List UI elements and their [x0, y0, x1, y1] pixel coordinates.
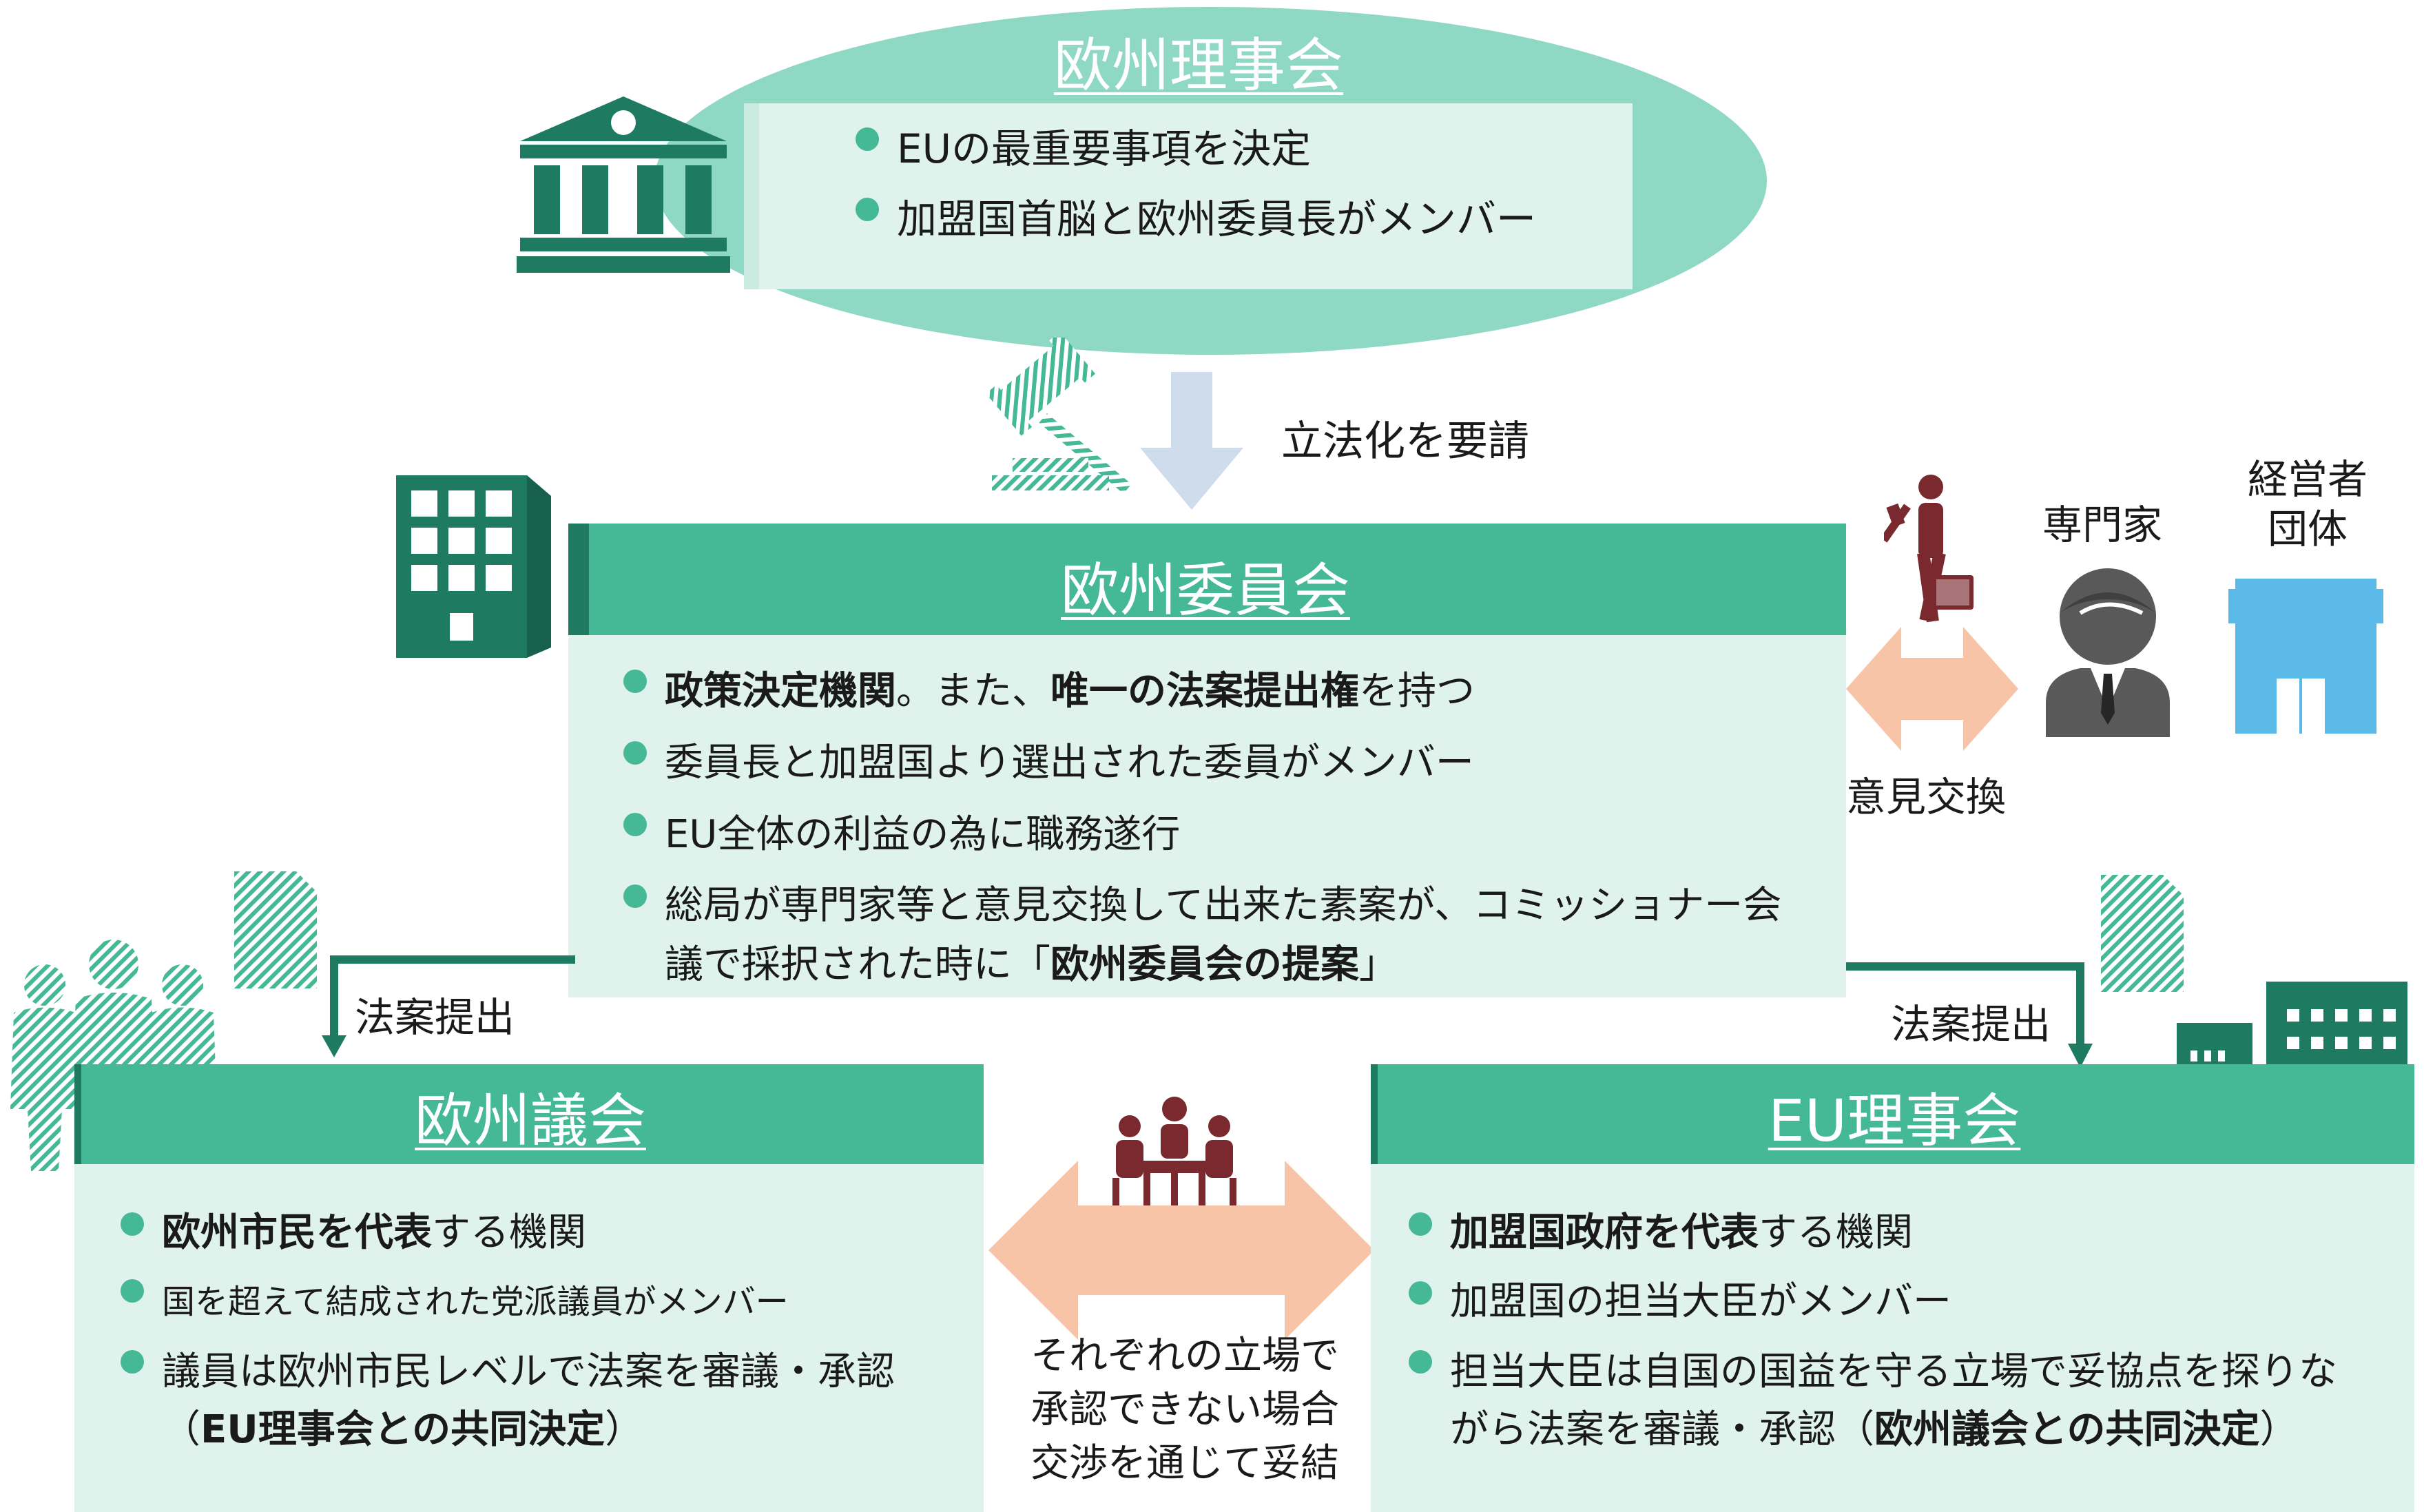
negotiation-text: それぞれの立場で承認できない場合交渉を通じて妥結	[1030, 1334, 1339, 1486]
commission-list: 政策決定機関。また、唯一の法案提出権を持つ 委員長と加盟国より選出された委員がメ…	[623, 656, 1836, 995]
meeting-icon	[1112, 1097, 1236, 1205]
parliament-item: 欧州市民を代表する機関	[121, 1199, 975, 1267]
european-council-box: EUの最重要事項を決定 加盟国首脳と欧州委員長がメンバー	[744, 103, 1633, 289]
european-council-item: EUの最重要事項を決定	[856, 114, 1633, 184]
expert-person-icon	[2046, 568, 2170, 737]
gavel-icon	[986, 338, 1132, 494]
document-icon	[2101, 875, 2184, 992]
council-item: 加盟国政府を代表する機関	[1409, 1199, 2414, 1267]
request-label: 立法化を要請	[1281, 417, 1529, 466]
shop-icon	[2228, 579, 2383, 734]
proposal-arrow-right	[1846, 962, 2093, 1068]
parliament-list: 欧州市民を代表する機関 国を超えて結成された党派議員がメンバー 議員は欧州市民レ…	[121, 1199, 975, 1459]
exchange-arrow	[1846, 627, 2018, 751]
commission-item: 委員長と加盟国より選出された委員がメンバー	[623, 727, 1836, 799]
council-item: 担当大臣は自国の国益を守る立場で妥協点を探りな がら法案を審議・承認（欧州議会と…	[1409, 1336, 2414, 1459]
european-council-title: 欧州理事会	[1053, 32, 1343, 99]
parliament-header	[74, 1064, 984, 1164]
down-arrow	[1140, 372, 1243, 510]
council-title: EU理事会	[1768, 1087, 2021, 1154]
business-label: 経営者団体	[2247, 456, 2368, 552]
parliament-title: 欧州議会	[414, 1087, 646, 1154]
parliament-item: 国を超えて結成された党派議員がメンバー	[121, 1267, 975, 1336]
parliament-item: 議員は欧州市民レベルで法案を審議・承認 （EU理事会との共同決定）	[121, 1336, 975, 1459]
commission-item: 総局が専門家等と意見交換して出来た素案が、コミッショナー会 議で採択された時に「…	[623, 871, 1836, 995]
proposal-left-label: 法案提出	[355, 994, 515, 1041]
commission-header	[568, 524, 1846, 635]
exchange-label: 意見交換	[1846, 774, 2007, 820]
government-building-icon	[517, 96, 730, 273]
commission-item: 政策決定機関。また、唯一の法案提出権を持つ	[623, 656, 1836, 727]
negotiation-arrow	[988, 1161, 1374, 1340]
council-item: 加盟国の担当大臣がメンバー	[1409, 1267, 2414, 1336]
office-building-icon	[396, 475, 551, 658]
proposal-right-label: 法案提出	[1891, 1001, 2051, 1048]
council-list: 加盟国政府を代表する機関 加盟国の担当大臣がメンバー 担当大臣は自国の国益を守る…	[1409, 1199, 2414, 1459]
document-icon	[234, 871, 317, 988]
commission-item: EU全体の利益の為に職務遂行	[623, 799, 1836, 871]
proposal-arrow-left	[322, 955, 575, 1057]
walking-person-icon	[1884, 475, 1974, 623]
council-header	[1371, 1064, 2414, 1164]
expert-label: 専門家	[2042, 501, 2163, 548]
european-council-item: 加盟国首脳と欧州委員長がメンバー	[856, 184, 1633, 254]
commission-title: 欧州委員会	[1060, 557, 1350, 624]
